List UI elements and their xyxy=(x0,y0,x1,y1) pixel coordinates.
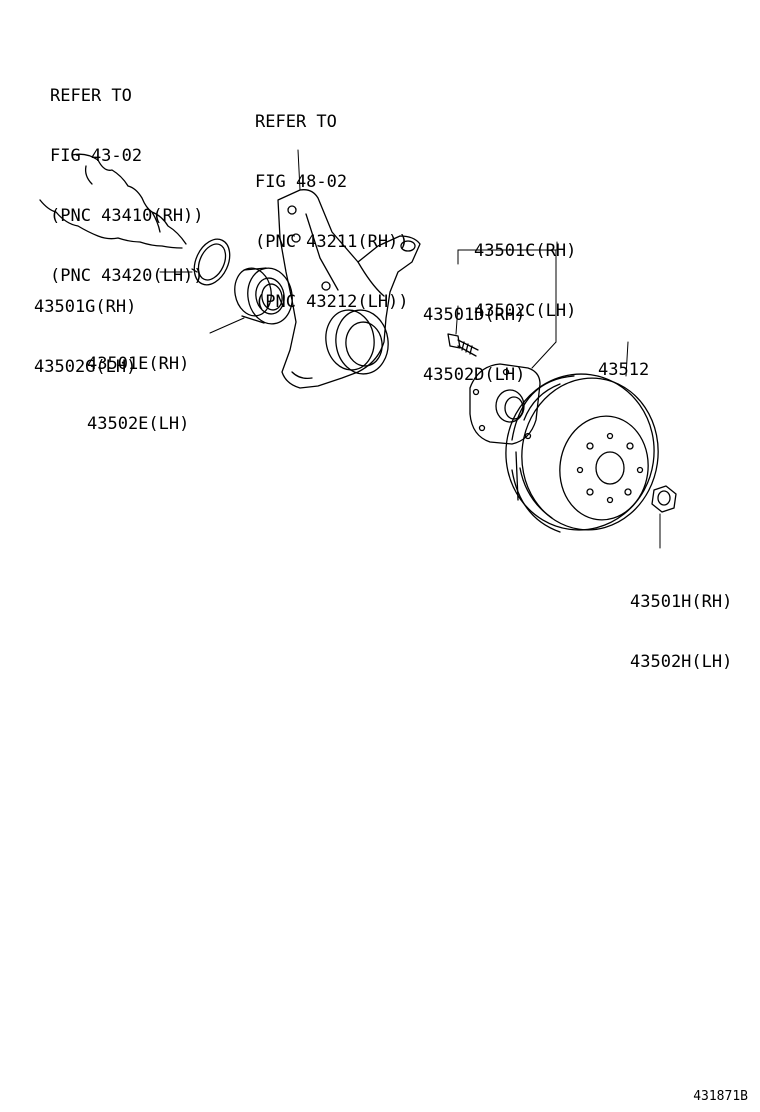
refer-driveshaft-line-4: (PNC 43420(LH)) xyxy=(50,266,204,286)
snap-ring-lh: 43502G(LH) xyxy=(34,357,137,377)
hub-lh: 43502C(LH) xyxy=(474,301,577,321)
snap-ring-rh: 43501G(RH) xyxy=(34,297,137,317)
refer-driveshaft-line-2: FIG 43-02 xyxy=(50,146,143,166)
drive-shaft-outline xyxy=(39,153,187,249)
bearing-lh: 43502E(LH) xyxy=(87,414,190,434)
refer-knuckle-line-4: (PNC 43212(LH)) xyxy=(255,292,409,312)
bearing-rh: 43501E(RH) xyxy=(87,354,190,374)
refer-driveshaft-label: REFER TO FIG 43-02 (PNC 43410(RH)) (PNC … xyxy=(50,46,204,306)
hub-bolt xyxy=(447,333,479,357)
hub-bearing xyxy=(234,267,293,325)
hub-bolt-lh: 43502D(LH) xyxy=(423,365,526,385)
nut-label: 43501H(RH) 43502H(LH) xyxy=(630,552,732,692)
nut-lh: 43502H(LH) xyxy=(630,652,733,672)
hub-label: 43501C(RH) 43502C(LH) xyxy=(474,201,576,341)
disc-label: 43512 xyxy=(598,320,649,400)
brake-disc xyxy=(505,373,659,533)
bearing-label: 43501E(RH) 43502E(LH) xyxy=(87,314,189,454)
hub-bolt-label: 43501D(RH) 43502D(LH) xyxy=(423,265,525,405)
hub-nut xyxy=(651,485,677,513)
snap-ring xyxy=(191,238,231,286)
refer-knuckle-line-3: (PNC 43211(RH)) xyxy=(255,232,409,252)
snap-ring-label: 43501G(RH) 43502G(LH) xyxy=(34,257,136,397)
hub-bolt-rh: 43501D(RH) xyxy=(423,305,526,325)
refer-knuckle-line-2: FIG 48-02 xyxy=(255,172,348,192)
leader-lines xyxy=(159,149,661,549)
disc-part-number: 43512 xyxy=(598,360,650,380)
refer-driveshaft-line-1: REFER TO xyxy=(50,86,132,106)
hub-rh: 43501C(RH) xyxy=(474,241,577,261)
nut-rh: 43501H(RH) xyxy=(630,592,733,612)
refer-knuckle-line-1: REFER TO xyxy=(255,112,337,132)
steering-knuckle xyxy=(277,189,421,389)
refer-driveshaft-line-3: (PNC 43410(RH)) xyxy=(50,206,204,226)
figure-id: 431871B xyxy=(693,1089,748,1104)
refer-knuckle-label: REFER TO FIG 48-02 (PNC 43211(RH)) (PNC … xyxy=(255,72,409,332)
